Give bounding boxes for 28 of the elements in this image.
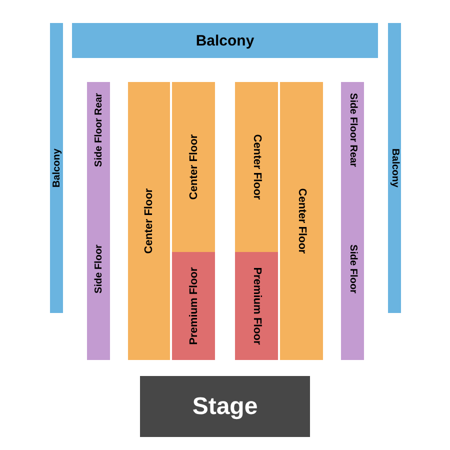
section-label: Center Floor [188, 134, 200, 200]
seating-section [87, 82, 110, 177]
seating-section [341, 177, 364, 360]
section-label: Balcony [389, 148, 400, 188]
section-label: Center Floor [143, 188, 155, 254]
seating-section [341, 82, 364, 177]
seating-section [50, 23, 63, 313]
section-label: Stage [192, 392, 258, 420]
section-label: Side Floor Rear [347, 92, 358, 166]
seating-section [388, 23, 401, 313]
stage-area [140, 376, 310, 437]
section-label: Side Floor [347, 244, 358, 293]
section-label: Side Floor [93, 244, 104, 293]
seating-section [172, 252, 215, 360]
seating-section [235, 252, 278, 360]
section-label: Center Floor [250, 134, 262, 200]
seating-section [235, 82, 278, 252]
seating-section [72, 23, 378, 58]
section-label: Side Floor Rear [93, 92, 104, 166]
section-label: Balcony [51, 148, 62, 188]
seating-section [128, 82, 170, 360]
seating-section [280, 82, 323, 360]
seating-section [87, 177, 110, 360]
section-label: Center Floor [296, 188, 308, 254]
section-label: Premium Floor [188, 267, 200, 345]
section-label: Balcony [196, 32, 254, 49]
section-label: Premium Floor [250, 267, 262, 345]
seating-section [172, 82, 215, 252]
